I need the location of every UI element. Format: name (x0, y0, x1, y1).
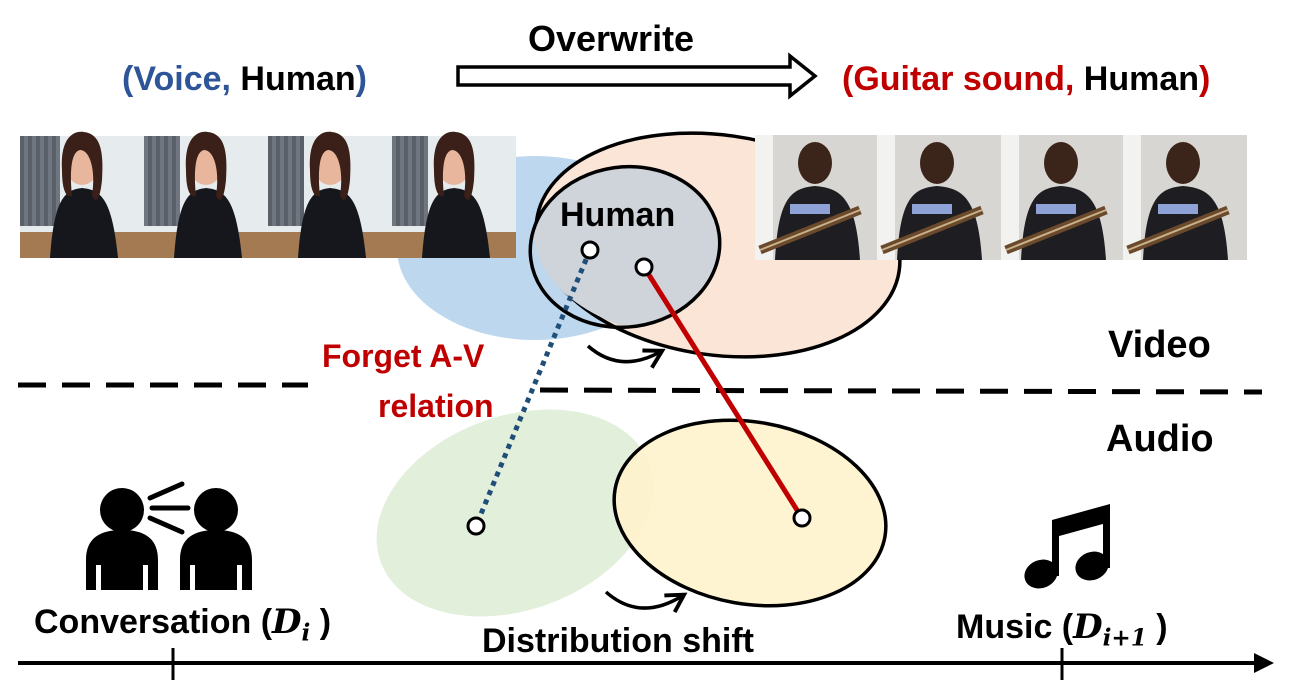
audio-shift-arrow (604, 590, 688, 614)
right-pair-close: ) (1199, 60, 1211, 98)
guitar-audio-distribution (612, 418, 888, 608)
human-concept-outline (528, 164, 722, 330)
music-video-frames (755, 135, 1247, 260)
forget-relation-label-line1: Forget A-V (322, 338, 485, 374)
overlap-concept-label: Human (560, 196, 676, 234)
video-frame (268, 131, 392, 258)
voice-audio-distribution (376, 409, 654, 617)
video-shift-arrow (586, 344, 666, 369)
voice-video-point (580, 240, 600, 260)
left-pair-open: ( (122, 60, 134, 98)
music-task-label: Music (Di+1 ) (956, 610, 1168, 650)
video-frame (755, 135, 877, 260)
guitar-video-point (634, 257, 654, 277)
forget-relation-label-line2: relation (378, 388, 494, 424)
distribution-shift-label: Distribution shift (482, 622, 754, 660)
audio-modality-label: Audio (1106, 418, 1214, 460)
video-frame (392, 131, 516, 258)
video-frame (877, 135, 1001, 260)
music-task-close: ) (1146, 608, 1168, 646)
task-symbol: Di (272, 602, 311, 647)
music-task-name: Music ( (956, 608, 1074, 646)
video-frame (1123, 135, 1247, 260)
conversation-task-close: ) (310, 603, 332, 641)
voice-audio-point (466, 516, 486, 536)
conversation-task-name: Conversation ( (34, 603, 273, 641)
video-frame (20, 131, 144, 258)
talking-people-icon (86, 481, 252, 590)
video-modality-label: Video (1108, 324, 1211, 366)
left-pair-label: (Voice, Human) (122, 62, 367, 96)
right-pair-open: ( (842, 60, 854, 98)
right-pair-label: (Guitar sound, Human) (842, 62, 1210, 96)
left-pair-close: ) (355, 60, 367, 98)
human-label-left: Human (230, 60, 356, 98)
conversation-task-label: Conversation (Di ) (34, 605, 331, 645)
modality-divider-right (539, 387, 1263, 395)
human-label-right: Human (1074, 60, 1200, 98)
video-frame (144, 131, 268, 258)
timeline-arrowhead (1254, 653, 1274, 673)
current-relation-line (641, 265, 805, 520)
overwrite-arrow (456, 52, 818, 100)
video-frame (1001, 135, 1123, 260)
task-symbol: Di+1 (1073, 607, 1147, 652)
music-note-icon (1024, 504, 1110, 589)
conversation-video-frames (20, 131, 516, 258)
voice-label: Voice, (133, 60, 231, 98)
overwrite-label: Overwrite (528, 18, 695, 59)
human-overlap-region (533, 166, 720, 328)
guitar-sound-label: Guitar sound, (853, 60, 1075, 98)
guitar-audio-point (792, 508, 812, 528)
